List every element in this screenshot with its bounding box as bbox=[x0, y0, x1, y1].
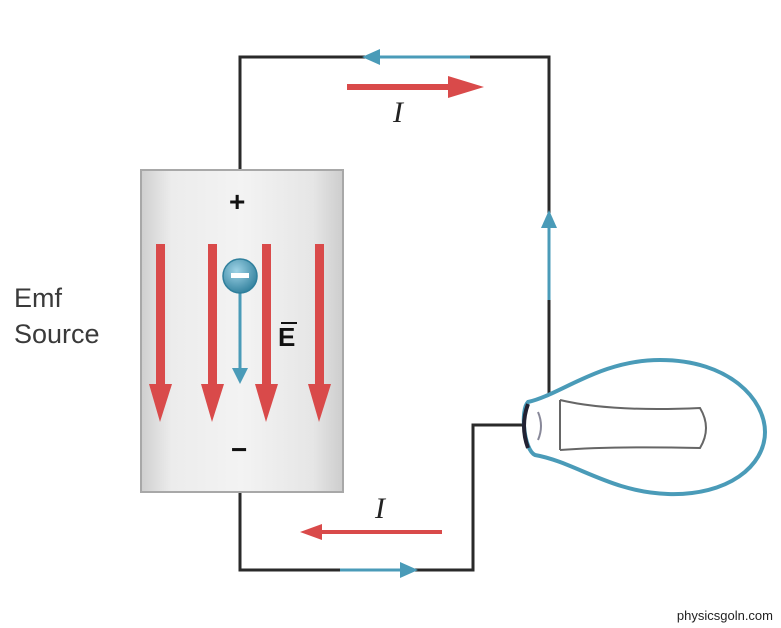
negative-terminal-sign: − bbox=[231, 434, 248, 465]
emf-source-box bbox=[140, 169, 344, 493]
light-bulb bbox=[521, 357, 768, 497]
electron-flow-arrow-top bbox=[362, 49, 470, 65]
current-label-top: I bbox=[393, 96, 403, 129]
current-arrow-top bbox=[347, 76, 484, 98]
current-label-bottom: I bbox=[375, 492, 385, 525]
bottom-wire bbox=[238, 423, 523, 572]
field-arrow bbox=[308, 244, 331, 422]
current-arrow-bottom bbox=[300, 524, 442, 540]
emf-label-line-1: Emf bbox=[14, 283, 63, 313]
field-arrow bbox=[201, 244, 224, 422]
source-credit: physicsgoln.com bbox=[676, 608, 773, 623]
emf-label-line-2: Source bbox=[14, 319, 100, 349]
electric-field-arrows bbox=[149, 244, 331, 422]
electron bbox=[222, 258, 258, 384]
emf-source-label: Emf Source bbox=[14, 280, 100, 352]
electron-flow-arrow-right bbox=[541, 210, 557, 300]
field-arrow bbox=[149, 244, 172, 422]
field-arrow bbox=[255, 244, 278, 422]
electron-flow-arrow-bottom bbox=[340, 562, 418, 578]
electric-field-symbol: E bbox=[278, 322, 296, 352]
vector-arrow-mark bbox=[281, 322, 297, 324]
positive-terminal-sign: + bbox=[229, 186, 246, 217]
